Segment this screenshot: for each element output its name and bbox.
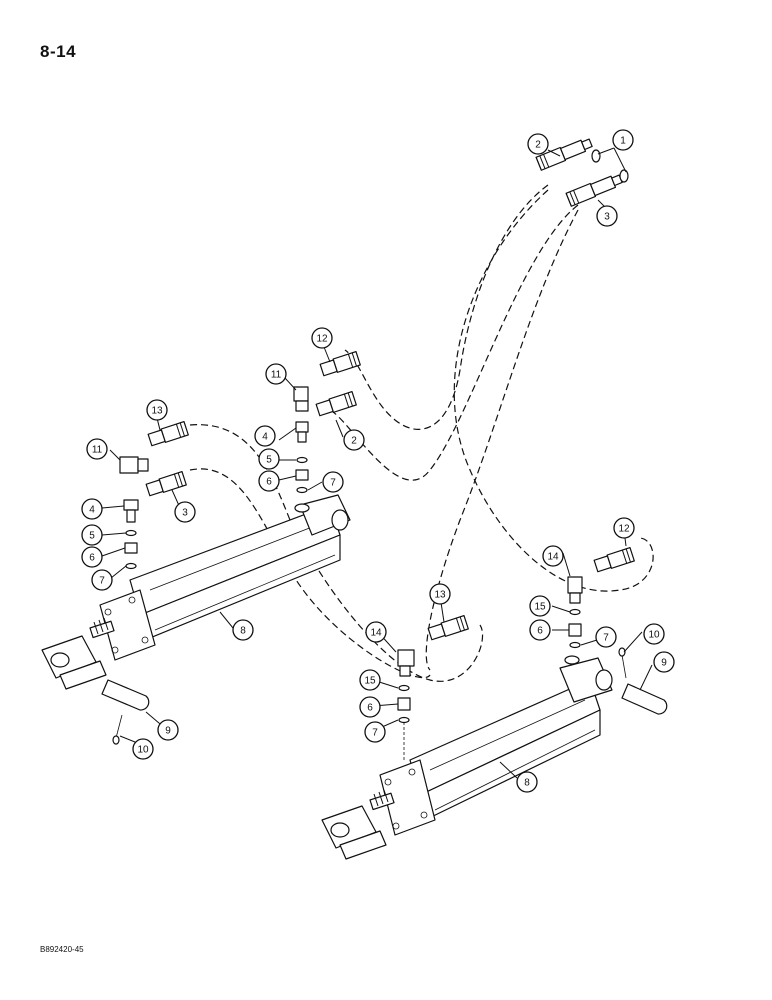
svg-text:1: 1 (620, 136, 626, 147)
svg-text:7: 7 (99, 576, 105, 587)
callout-7: 7 (595, 626, 617, 648)
svg-text:6: 6 (266, 477, 272, 488)
callout-8: 8 (516, 771, 538, 793)
callout-11: 11 (86, 438, 108, 460)
callout-8: 8 (232, 619, 254, 641)
svg-text:4: 4 (262, 432, 268, 443)
callout-2: 2 (343, 429, 365, 451)
svg-text:15: 15 (364, 676, 376, 687)
callout-1: 1 (612, 129, 634, 151)
callout-12: 12 (613, 517, 635, 539)
callout-5: 5 (258, 448, 280, 470)
svg-text:4: 4 (89, 505, 95, 516)
callout-13: 13 (429, 583, 451, 605)
callout-6: 6 (81, 546, 103, 568)
svg-text:9: 9 (661, 658, 667, 669)
callout-4: 4 (254, 425, 276, 447)
callout-7: 7 (322, 471, 344, 493)
cylinder-right (321, 655, 613, 860)
svg-text:6: 6 (537, 626, 543, 637)
svg-text:7: 7 (330, 478, 336, 489)
callout-9: 9 (157, 719, 179, 741)
top-hose-fittings (535, 138, 629, 207)
callout-10: 10 (132, 738, 154, 760)
callout-15: 15 (529, 595, 551, 617)
svg-text:5: 5 (266, 455, 272, 466)
svg-text:13: 13 (434, 590, 446, 601)
left-fitting-stack (119, 420, 189, 570)
svg-text:10: 10 (648, 630, 660, 641)
callout-9: 9 (653, 651, 675, 673)
callout-3: 3 (174, 501, 196, 523)
svg-text:12: 12 (316, 334, 328, 345)
cylinder-left (41, 494, 351, 690)
svg-text:5: 5 (89, 531, 95, 542)
svg-text:2: 2 (535, 140, 541, 151)
lower-right-fitting-stack (567, 546, 635, 649)
upper-right-fitting-stack (293, 350, 361, 494)
svg-text:10: 10 (137, 745, 149, 756)
svg-text:8: 8 (240, 626, 246, 637)
callout-4: 4 (81, 498, 103, 520)
callout-14: 14 (542, 545, 564, 567)
svg-text:14: 14 (370, 628, 382, 639)
svg-text:13: 13 (151, 406, 163, 417)
svg-text:11: 11 (271, 370, 282, 381)
callout-3: 3 (596, 205, 618, 227)
figure-code: B892420-45 (40, 945, 84, 954)
svg-text:8: 8 (524, 778, 530, 789)
callout-5: 5 (81, 524, 103, 546)
pin-right (618, 647, 668, 715)
callout-7: 7 (364, 721, 386, 743)
svg-text:3: 3 (604, 212, 610, 223)
svg-text:14: 14 (547, 552, 559, 563)
pin-left (101, 679, 150, 745)
callout-2: 2 (527, 133, 549, 155)
callout-7: 7 (91, 569, 113, 591)
callout-10: 10 (643, 623, 665, 645)
callout-6: 6 (529, 619, 551, 641)
svg-text:12: 12 (618, 524, 630, 535)
callout-15: 15 (359, 669, 381, 691)
callout-6: 6 (258, 470, 280, 492)
svg-text:15: 15 (534, 602, 546, 613)
svg-text:2: 2 (351, 436, 357, 447)
callout-14: 14 (365, 621, 387, 643)
callout-13: 13 (146, 399, 168, 421)
callout-6: 6 (359, 696, 381, 718)
svg-text:6: 6 (367, 703, 373, 714)
page-number: 8-14 (40, 42, 77, 61)
svg-text:7: 7 (603, 633, 609, 644)
svg-text:11: 11 (92, 445, 103, 456)
hydraulic-hoses (189, 184, 654, 682)
callout-11: 11 (265, 363, 287, 385)
svg-text:3: 3 (182, 508, 188, 519)
svg-text:7: 7 (372, 728, 378, 739)
svg-text:9: 9 (165, 726, 171, 737)
callout-12: 12 (311, 327, 333, 349)
lower-middle-fitting-stack (397, 614, 469, 760)
svg-text:6: 6 (89, 553, 95, 564)
